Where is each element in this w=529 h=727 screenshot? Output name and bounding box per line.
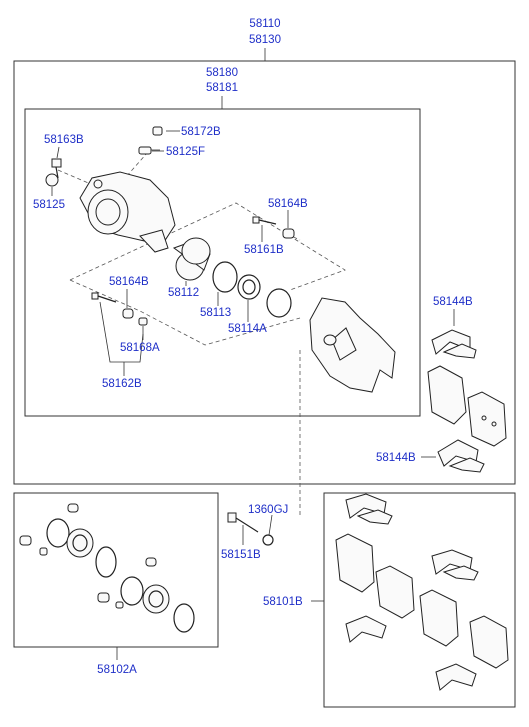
label-58172B[interactable]: 58172B: [181, 126, 221, 138]
label-58161B[interactable]: 58161B: [244, 244, 284, 256]
pin-boot-58164B-right: [282, 228, 295, 239]
pad-clip-58144B-bottom: [437, 439, 485, 473]
caliper-bolt-58151B: [227, 512, 259, 533]
leader-58163B: [56, 146, 60, 159]
label-1360GJ[interactable]: 1360GJ: [248, 504, 288, 516]
label-58163B[interactable]: 58163B: [44, 134, 84, 146]
leader-1360GJ: [268, 514, 273, 536]
label-58125F[interactable]: 58125F: [166, 146, 205, 158]
guide-pin-58161B: [252, 216, 277, 225]
label-58125[interactable]: 58125: [33, 199, 65, 211]
label-58144B-bottom[interactable]: 58144B: [376, 452, 416, 464]
guide-pin-left: [91, 292, 117, 303]
brake-pad-lower: [467, 391, 507, 447]
label-58101B[interactable]: 58101B: [263, 596, 303, 608]
label-58144B-top[interactable]: 58144B: [433, 296, 473, 308]
boot-58114A-inner: [237, 274, 261, 300]
assembly-dashed-lower: [69, 279, 301, 346]
label-58102A[interactable]: 58102A: [97, 664, 137, 676]
bolt-58163B: [51, 158, 62, 179]
label-58130[interactable]: 58130: [249, 34, 281, 46]
label-58162B[interactable]: 58162B: [102, 378, 142, 390]
label-58181[interactable]: 58181: [206, 82, 238, 94]
washer-1360GJ: [262, 534, 274, 546]
pad-kit-frame: [323, 492, 516, 708]
boot-58114A-core: [242, 279, 256, 295]
label-58164B-right[interactable]: 58164B: [268, 198, 308, 210]
label-58151B[interactable]: 58151B: [221, 549, 261, 561]
pin-boot-58164B-left: [122, 308, 134, 319]
caliper-subassembly-frame: [24, 108, 421, 417]
label-58180[interactable]: 58180: [206, 67, 238, 79]
seal-kit-frame: [13, 492, 219, 648]
piston-58112: [172, 237, 211, 281]
cap-58125: [45, 173, 59, 187]
boot-ring: [266, 288, 292, 318]
label-58168A[interactable]: 58168A: [120, 342, 160, 354]
label-58112[interactable]: 58112: [168, 287, 199, 299]
brake-pad-upper: [427, 365, 467, 425]
bleeder-cap-58172B: [152, 126, 163, 136]
pad-kit-parts: [335, 493, 509, 691]
label-58114A[interactable]: 58114A: [228, 323, 267, 335]
caliper-housing: [79, 171, 176, 253]
caliper-assembly-frame: [13, 60, 516, 485]
label-58164B-left[interactable]: 58164B: [109, 276, 149, 288]
bushing-58168A: [138, 317, 148, 326]
bleeder-dashed: [124, 151, 149, 179]
leader-58162B-bracket: [99, 301, 144, 363]
pad-clip-58144B-top: [431, 329, 477, 359]
caliper-bracket: [309, 297, 396, 393]
label-58110[interactable]: 58110: [249, 18, 280, 30]
seal-kit-parts: [19, 503, 195, 633]
bleeder-screw-58125F: [138, 146, 160, 155]
label-58113[interactable]: 58113: [200, 307, 231, 319]
seal-58113: [212, 261, 238, 293]
